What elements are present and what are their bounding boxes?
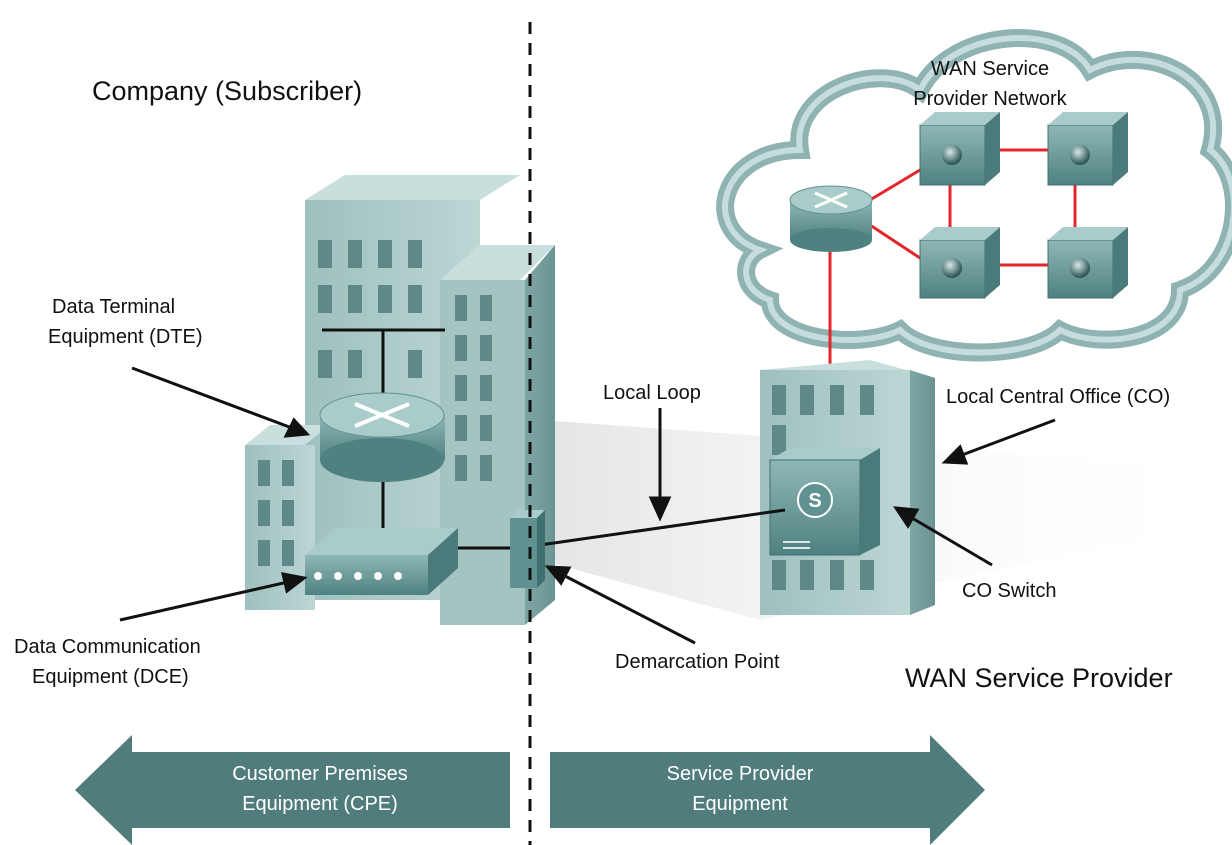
co-switch-label: CO Switch (962, 580, 1057, 602)
co-switch-icon: S (769, 448, 880, 556)
cloud-label-line-2: Provider Network (913, 88, 1067, 110)
dce-label: Data Communication Equipment (DCE) (14, 632, 201, 692)
sp-banner (550, 735, 985, 845)
cpe-banner-line-2: Equipment (CPE) (242, 793, 398, 815)
cloud-label: WAN Service Provider Network (890, 54, 1090, 114)
callout-arrows (119, 366, 1056, 645)
dte-label-line-1: Data Terminal (52, 296, 176, 318)
provider-links (828, 148, 1077, 375)
dce-label-line-2: Equipment (DCE) (32, 666, 189, 688)
router-icon (789, 185, 873, 252)
co-label: Local Central Office (CO) (946, 386, 1171, 408)
switch-icon (919, 112, 1000, 186)
cpe-banner-label: Customer Premises Equipment (CPE) (140, 759, 500, 819)
dte-label: Data Terminal Equipment (DTE) (48, 292, 203, 352)
demarcation-label: Demarcation Point (615, 651, 780, 673)
modem-icon (305, 528, 458, 595)
sp-banner-line-1: Service Provider (666, 763, 814, 785)
cpe-banner-line-1: Customer Premises (232, 763, 408, 785)
sp-banner-label: Service Provider Equipment (560, 759, 920, 819)
dce-label-line-1: Data Communication (14, 636, 201, 658)
dte-label-line-2: Equipment (DTE) (48, 326, 203, 348)
provider-title: WAN Service Provider (905, 663, 1173, 693)
switch-icon (919, 227, 1000, 299)
subscriber-title: Company (Subscriber) (92, 76, 363, 106)
cloud-label-line-1: WAN Service (930, 58, 1050, 80)
co-switch-badge: S (808, 490, 821, 512)
router-icon (319, 392, 445, 482)
sp-banner-line-2: Equipment (692, 793, 788, 815)
switch-icon (1047, 112, 1128, 186)
local-loop-label: Local Loop (603, 382, 701, 404)
switch-icon (1047, 227, 1128, 299)
cpe-banner (75, 735, 510, 845)
demarcation-box (510, 510, 545, 588)
